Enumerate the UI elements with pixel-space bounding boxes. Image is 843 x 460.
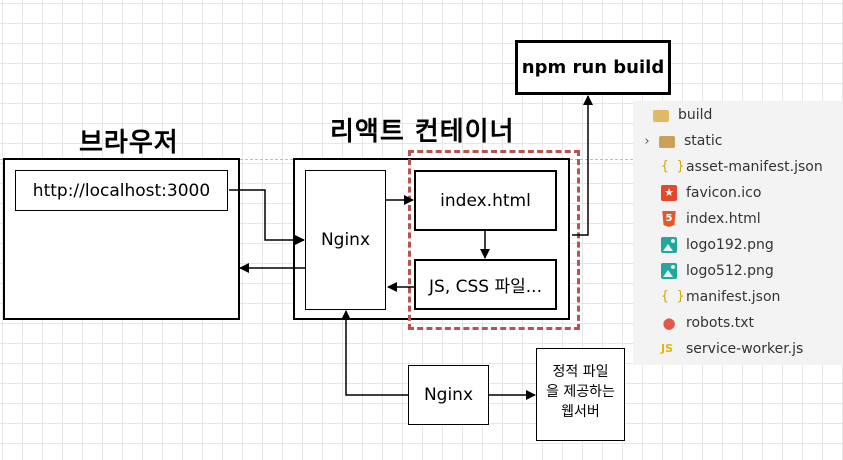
npm-build-box: npm run build bbox=[515, 40, 671, 95]
explorer-item-service-worker[interactable]: JS service-worker.js bbox=[661, 336, 803, 362]
nginx-inner-box: Nginx bbox=[305, 170, 386, 310]
explorer-item-label: asset-manifest.json bbox=[686, 159, 823, 175]
web-server-label-3: 웹서버 bbox=[561, 404, 600, 420]
explorer-root-build[interactable]: build bbox=[653, 102, 712, 128]
explorer-item-robots[interactable]: ● robots.txt bbox=[661, 310, 754, 336]
explorer-item-index-html[interactable]: 5 index.html bbox=[661, 206, 761, 232]
arrow-url-to-nginx bbox=[229, 189, 305, 245]
explorer-item-asset-manifest[interactable]: { } asset-manifest.json bbox=[661, 154, 823, 180]
explorer-item-label: logo192.png bbox=[686, 237, 774, 253]
js-icon: JS bbox=[661, 342, 674, 355]
build-output-group bbox=[408, 150, 580, 330]
arrow-outer-to-inner-nginx bbox=[341, 310, 408, 396]
chevron-right-icon: › bbox=[644, 133, 650, 149]
favicon-icon: ★ bbox=[661, 185, 677, 201]
explorer-item-label: service-worker.js bbox=[686, 341, 804, 357]
explorer-item-logo512[interactable]: logo512.png bbox=[661, 258, 774, 284]
explorer-item-label: logo512.png bbox=[686, 263, 774, 279]
index-html-box: index.html bbox=[414, 170, 557, 231]
react-container-heading: 리액트 컨테이너 bbox=[330, 117, 515, 147]
json-icon: { } bbox=[661, 159, 685, 174]
web-server-label-1: 정적 파일 bbox=[552, 364, 609, 380]
nginx-outer-box: Nginx bbox=[408, 365, 489, 425]
explorer-root-label: build bbox=[678, 107, 713, 123]
explorer-item-favicon[interactable]: ★ favicon.ico bbox=[661, 180, 761, 206]
explorer-item-label: index.html bbox=[686, 211, 761, 227]
web-server-box: 정적 파일 을 제공하는 웹서버 bbox=[536, 348, 625, 441]
explorer-item-label: favicon.ico bbox=[686, 185, 762, 201]
robot-icon: ● bbox=[662, 314, 676, 332]
explorer-item-label: manifest.json bbox=[686, 289, 781, 305]
open-folder-icon bbox=[653, 110, 669, 122]
explorer-item-manifest[interactable]: { } manifest.json bbox=[661, 284, 780, 310]
explorer-item-logo192[interactable]: logo192.png bbox=[661, 232, 774, 258]
file-explorer: build › static { } asset-manifest.json ★… bbox=[633, 101, 843, 365]
image-icon bbox=[661, 237, 677, 253]
browser-heading: 브라우저 bbox=[79, 128, 179, 158]
image-icon bbox=[661, 263, 677, 279]
folder-icon bbox=[659, 136, 675, 148]
web-server-label-2: 을 제공하는 bbox=[546, 384, 615, 400]
arrow-to-npm-build bbox=[572, 95, 593, 236]
explorer-item-static[interactable]: › static bbox=[641, 128, 722, 154]
explorer-item-label: robots.txt bbox=[686, 315, 754, 331]
explorer-item-label: static bbox=[684, 133, 723, 149]
json-icon: { } bbox=[661, 289, 685, 304]
url-box: http://localhost:3000 bbox=[15, 170, 228, 211]
html5-icon: 5 bbox=[662, 211, 676, 227]
static-files-box: JS, CSS 파일... bbox=[414, 259, 557, 310]
